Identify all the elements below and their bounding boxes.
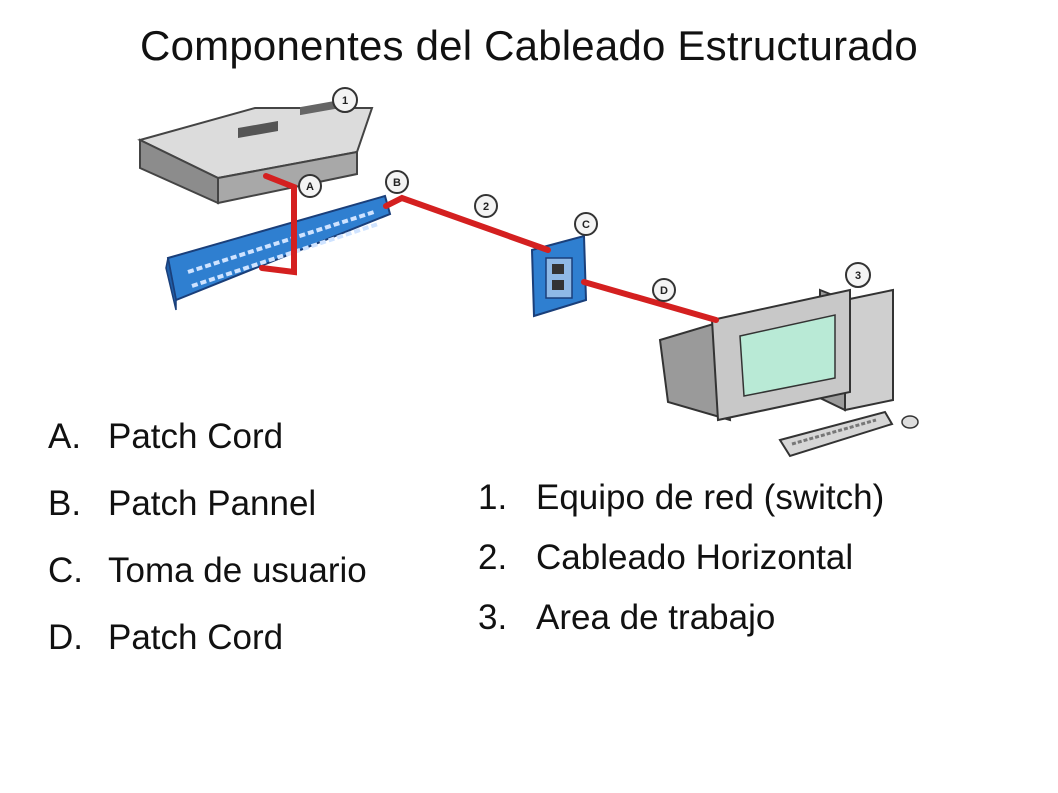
svg-text:3: 3: [855, 270, 861, 282]
badge-3: 3: [845, 262, 871, 288]
legend-text: Area de trabajo: [536, 597, 776, 637]
legend-text: Toma de usuario: [108, 551, 367, 590]
badge-2: 2: [474, 194, 498, 218]
legend-item: D. Patch Cord: [48, 618, 367, 685]
badge-b: B: [385, 170, 409, 194]
svg-text:1: 1: [342, 95, 348, 107]
legend-marker: 2.: [478, 537, 508, 577]
legend-text: Patch Cord: [108, 417, 284, 456]
legend-item: 3. Area de trabajo: [478, 598, 898, 638]
legend-item: 2. Cableado Horizontal: [478, 538, 898, 578]
wall-outlet: [530, 234, 588, 318]
legend-item: C. Toma de usuario: [48, 551, 367, 618]
legend-marker: D.: [48, 618, 83, 657]
badge-c: C: [574, 212, 598, 236]
legend-item: B. Patch Pannel: [48, 484, 367, 551]
svg-text:D: D: [660, 285, 668, 297]
legend-marker: C.: [48, 551, 83, 590]
network-switch: [137, 98, 374, 205]
legend-text: Patch Pannel: [108, 484, 317, 523]
legend-text: Patch Cord: [108, 618, 284, 657]
workstation: [658, 288, 919, 458]
svg-text:2: 2: [483, 201, 489, 213]
legend-item: A. Patch Cord: [48, 417, 367, 484]
legend-marker: 3.: [478, 597, 508, 637]
legend-letters: A. Patch Cord B. Patch Pannel C. Toma de us…: [48, 417, 367, 685]
badge-d: D: [652, 278, 676, 302]
svg-text:C: C: [582, 219, 590, 231]
svg-text:A: A: [306, 181, 314, 193]
legend-text: Cableado Horizontal: [536, 537, 854, 577]
legend-marker: B.: [48, 484, 82, 523]
legend-text: Equipo de red (switch): [536, 478, 885, 517]
legend-marker: A.: [48, 417, 82, 456]
legend-numbers: 1. Equipo de red (switch) 2. Cableado Hori…: [478, 478, 898, 658]
page-title: Componentes del Cableado Estructurado: [140, 22, 918, 69]
svg-text:B: B: [393, 177, 401, 189]
legend-marker: 1.: [478, 478, 508, 517]
badge-a: A: [298, 174, 322, 198]
badge-1: 1: [332, 87, 358, 113]
legend-item: 1. Equipo de red (switch): [478, 478, 898, 518]
cables: [259, 173, 719, 323]
patch-panel: [165, 194, 392, 311]
